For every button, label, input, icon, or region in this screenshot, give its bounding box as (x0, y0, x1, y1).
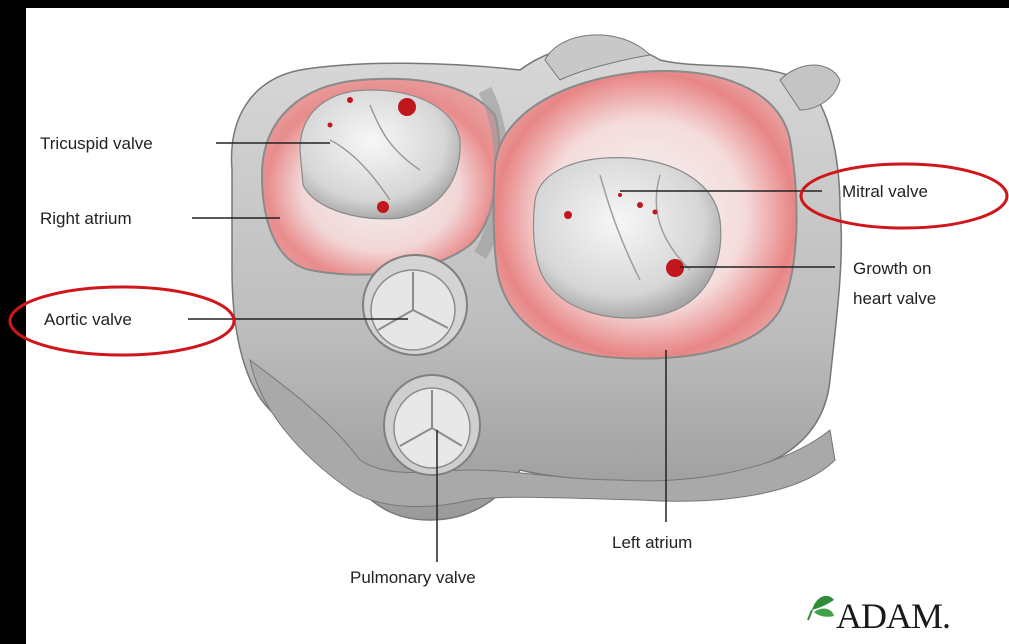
growth-label-line2: heart valve (853, 289, 936, 308)
growth-label-line1: Growth on (853, 259, 931, 278)
left-atrium-chamber (494, 71, 797, 358)
pulmonary-valve-label: Pulmonary valve (350, 568, 476, 587)
aortic-valve-structure (363, 255, 467, 355)
tricuspid-valve-label: Tricuspid valve (40, 134, 153, 153)
right-atrium-chamber (262, 79, 499, 275)
adam-logo: ADAM. (808, 596, 950, 636)
pulmonary-valve-structure (384, 375, 480, 475)
left-atrium-label: Left atrium (612, 533, 692, 552)
aortic-valve-label: Aortic valve (44, 310, 132, 329)
right-atrium-label: Right atrium (40, 209, 132, 228)
leaf-icon (808, 596, 834, 620)
mitral-valve-label: Mitral valve (842, 182, 928, 201)
adam-logo-text: ADAM. (836, 596, 950, 636)
